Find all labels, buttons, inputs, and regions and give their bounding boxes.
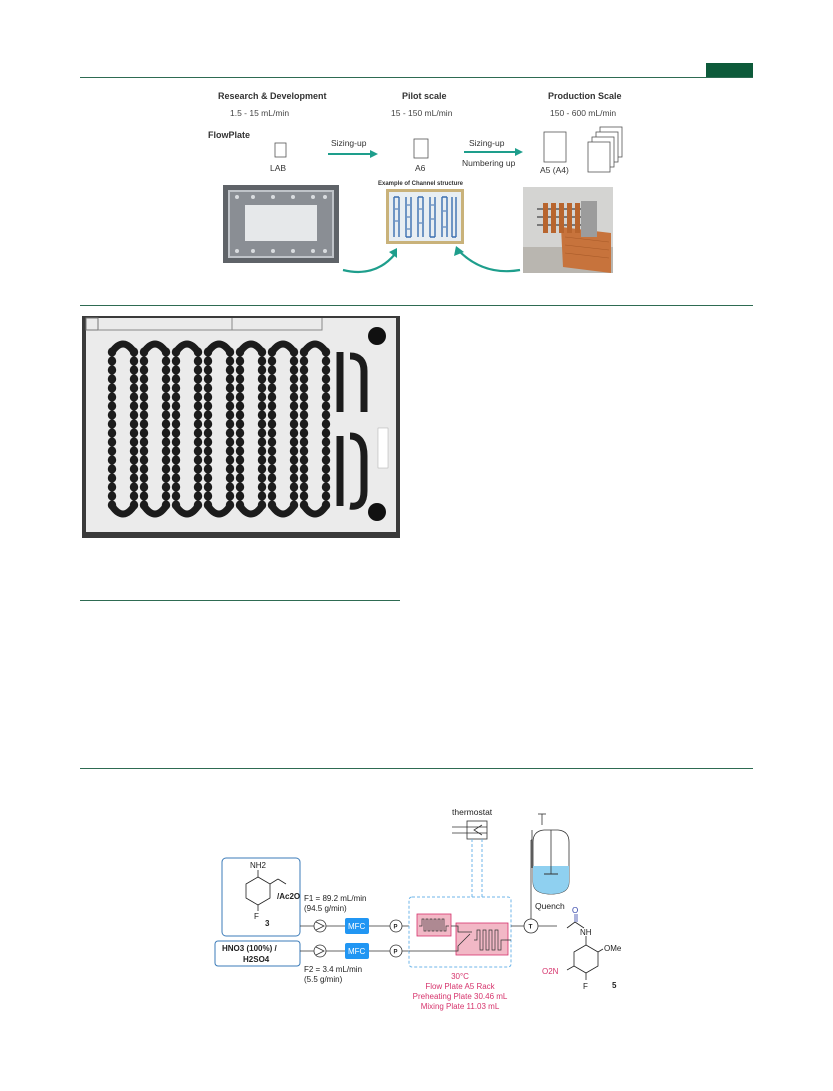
channel-structure-photo [386,189,464,244]
compound-5-structure [566,914,604,980]
top-rule [80,77,753,78]
scaleup-diagram [274,126,623,173]
thermostat-box [466,820,488,840]
quench-label: Quench [535,901,565,911]
condition-preheating: Preheating Plate 30.46 mL [413,992,508,1001]
section-rule-1 [80,305,753,306]
f1-rate-label: F1 = 89.2 mL/min [304,894,366,903]
f-label: F [254,912,259,921]
a6-size-label: A6 [415,163,426,173]
stage-pilot-rate: 15 - 150 mL/min [391,108,453,118]
quench-vessel [531,813,570,895]
mfc-2 [345,943,369,959]
flow-plate-photo [82,316,400,538]
f1-mass-label: (94.5 g/min) [304,904,347,913]
feed1-box [221,857,301,937]
temp-symbol: T [529,924,533,931]
nh2-label: NH2 [250,861,267,870]
pump-2-icon [313,944,327,958]
curved-arrows [342,246,521,274]
condition-mixing: Mixing Plate 11.03 mL [421,1002,500,1011]
stacked-plates-icon [587,126,623,173]
numbering-up-label: Numbering up [462,158,516,168]
lab-reactor-photo [223,185,339,263]
flow-plate-channels [107,340,368,518]
f2-rate-label: F2 = 3.4 mL/min [304,965,362,974]
flow-plate-rack [408,896,512,968]
stage-production-rate: 150 - 600 mL/min [550,108,617,118]
ac2o-label: /Ac2O [277,892,300,901]
lab-plate-icon [274,142,287,158]
mfc-2-label: MFC [348,947,366,956]
condition-temp: 30°C [451,972,469,981]
condition-rack: Flow Plate A5 Rack [425,982,495,991]
flowplate-label: FlowPlate [208,130,251,140]
pump-1-icon [313,919,327,933]
production-unit-photo [523,187,613,273]
sizing-up-label-2: Sizing-up [469,138,505,148]
lab-size-label: LAB [270,163,287,173]
mfc-1 [345,918,369,934]
h2so4-label: H2SO4 [243,955,270,964]
pressure-2-symbol: P [394,950,398,956]
pressure-gauge-2 [389,944,403,958]
product-ome-label: OMe [604,944,622,953]
mfc-1-label: MFC [348,922,366,931]
compound-5-number: 5 [612,981,617,990]
a5-plate-icon [543,131,567,163]
a5-size-label: A5 (A4) [540,165,569,175]
sizing-up-label: Sizing-up [331,138,367,148]
caption-rule [80,600,400,601]
feed2-box [214,940,301,967]
pressure-1-symbol: P [394,925,398,931]
compound-3-structure [245,870,287,911]
channel-caption: Example of Channel structure [378,181,464,187]
stage-production-title: Production Scale [548,91,622,101]
header-tab [706,63,753,77]
a6-plate-icon [413,138,429,159]
process-scheme: thermostat Quench NH2 F /Ac2O 3 HNO3 (10… [214,807,622,1011]
pressure-gauge-1 [389,919,403,933]
product-nh-label: NH [580,928,592,937]
section-rule-2 [80,768,753,769]
product-f-label: F [583,982,588,991]
f2-mass-label: (5.5 g/min) [304,975,343,984]
compound-3-number: 3 [265,919,270,928]
stage-pilot-title: Pilot scale [402,91,447,101]
product-o-label: O [572,906,578,915]
stage-rd-title: Research & Development [218,91,327,101]
product-no2-label: O2N [542,967,559,976]
hno3-label: HNO3 (100%) / [222,944,277,953]
thermostat-label: thermostat [452,807,493,817]
stage-rd-rate: 1.5 - 15 mL/min [230,108,290,118]
